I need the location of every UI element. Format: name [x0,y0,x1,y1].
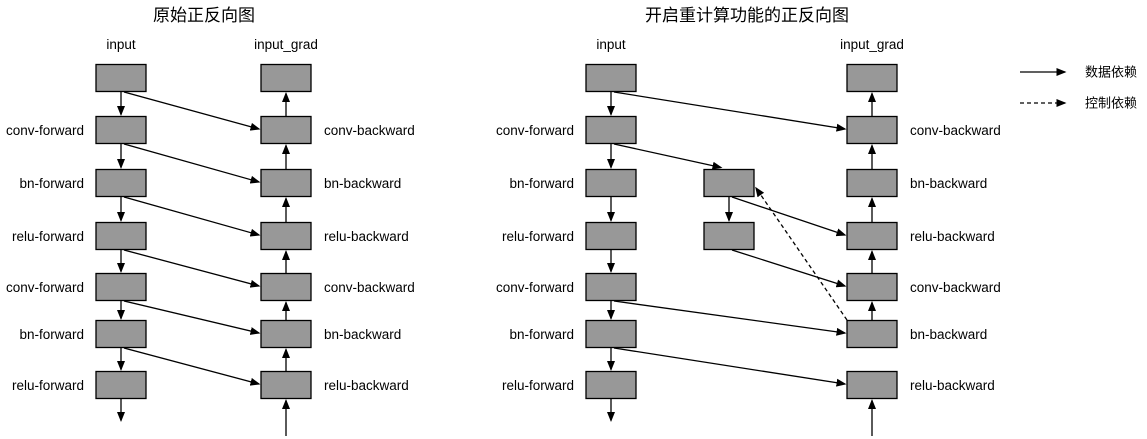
original-f6-node [95,319,147,349]
recompute-m4-node [703,221,755,251]
recompute-edge-f1-b2 [613,91,847,132]
recompute-edge-b6-m3-control [755,186,848,321]
recompute-f4-node [585,221,637,251]
recompute-b2-label: conv-backward [910,123,1001,138]
recompute-column-header-backward: input_grad [840,37,904,52]
original-b6-node [260,319,312,349]
original-f1-node [95,63,147,93]
original-edge-f2-b3 [123,143,261,184]
original-f3-node [95,168,147,198]
recompute-f5-node [585,272,637,302]
original-f4-node [95,221,147,251]
original-b2-label: conv-backward [324,123,415,138]
recompute-b2-node [846,115,898,145]
original-edge-f5-b6 [123,300,261,335]
recompute-edge-f2-m3 [613,143,723,170]
original-b1-node [260,63,312,93]
original-b2-node [260,115,312,145]
original-b7-node [260,370,312,400]
recompute-m3-node [703,168,755,198]
recompute-diagram-title: 开启重计算功能的正反向图 [645,6,849,25]
recompute-b4-label: relu-backward [910,229,995,244]
recompute-b7-node [846,370,898,400]
original-f5-node [95,272,147,302]
original-edge-f6-b7 [123,347,261,386]
original-b4-label: relu-backward [324,229,409,244]
original-f5-label: conv-forward [6,280,84,295]
recompute-f6-node [585,319,637,349]
recompute-f3-node [585,168,637,198]
original-f7-node [95,370,147,400]
legend-control-dependency-label: 控制依赖 [1085,96,1137,111]
recompute-f4-label: relu-forward [502,229,574,244]
original-column-header-forward: input [106,37,136,52]
recompute-b3-node [846,168,898,198]
original-f3-label: bn-forward [19,176,84,191]
original-edge-f3-b4 [123,196,261,237]
recompute-b6-node [846,319,898,349]
recompute-f5-label: conv-forward [496,280,574,295]
legend-data-dependency-label: 数据依赖 [1085,65,1137,80]
recompute-f2-node [585,115,637,145]
recompute-edge-m4-b5 [731,249,847,288]
original-b3-label: bn-backward [324,176,401,191]
original-b7-label: relu-backward [324,378,409,393]
original-b5-label: conv-backward [324,280,415,295]
original-f7-label: relu-forward [12,378,84,393]
recompute-b6-label: bn-backward [910,327,987,342]
recompute-edge-f5-b6 [613,300,847,336]
original-column-header-backward: input_grad [254,37,318,52]
recompute-f6-label: bn-forward [509,327,574,342]
recompute-f7-label: relu-forward [502,378,574,393]
recompute-f3-label: bn-forward [509,176,574,191]
recompute-column-header-forward: input [596,37,626,52]
original-b3-node [260,168,312,198]
original-f2-node [95,115,147,145]
recompute-b3-label: bn-backward [910,176,987,191]
recompute-b5-label: conv-backward [910,280,1001,295]
original-edge-f1-b2 [123,91,261,131]
original-b4-node [260,221,312,251]
original-f6-label: bn-forward [19,327,84,342]
recompute-b4-node [846,221,898,251]
recompute-edge-f6-b7 [613,347,847,387]
original-diagram-title: 原始正反向图 [153,6,255,25]
recompute-b5-node [846,272,898,302]
recompute-b7-label: relu-backward [910,378,995,393]
original-edge-f4-b5 [123,249,261,288]
recompute-f2-label: conv-forward [496,123,574,138]
original-b6-label: bn-backward [324,327,401,342]
recompute-f7-node [585,370,637,400]
recompute-f1-node [585,63,637,93]
recompute-edge-m3-b4 [731,196,847,237]
original-f2-label: conv-forward [6,123,84,138]
original-f4-label: relu-forward [12,229,84,244]
recompute-b1-node [846,63,898,93]
original-b5-node [260,272,312,302]
